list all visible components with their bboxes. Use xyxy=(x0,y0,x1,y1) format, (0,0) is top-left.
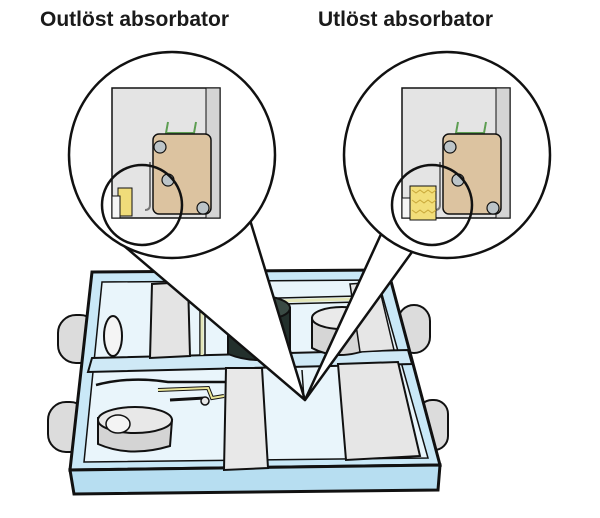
lower-middle-panel xyxy=(222,367,270,472)
left-duct-opening xyxy=(103,315,123,357)
lower-fan xyxy=(97,406,174,453)
focus-ring-right xyxy=(390,163,474,247)
magnifier-callout-right xyxy=(303,50,552,402)
black-wire xyxy=(95,378,230,387)
callout-label-right: Utlöst absorbator xyxy=(318,8,494,31)
green-bracket xyxy=(164,121,197,134)
unit-front-face xyxy=(68,463,442,496)
focus-ring-left xyxy=(100,163,184,247)
lower-right-panel xyxy=(336,360,422,462)
pipes-lower xyxy=(157,385,225,406)
callout-label-left: Outlöst absorbator xyxy=(40,8,230,31)
green-bracket-right xyxy=(454,121,487,134)
